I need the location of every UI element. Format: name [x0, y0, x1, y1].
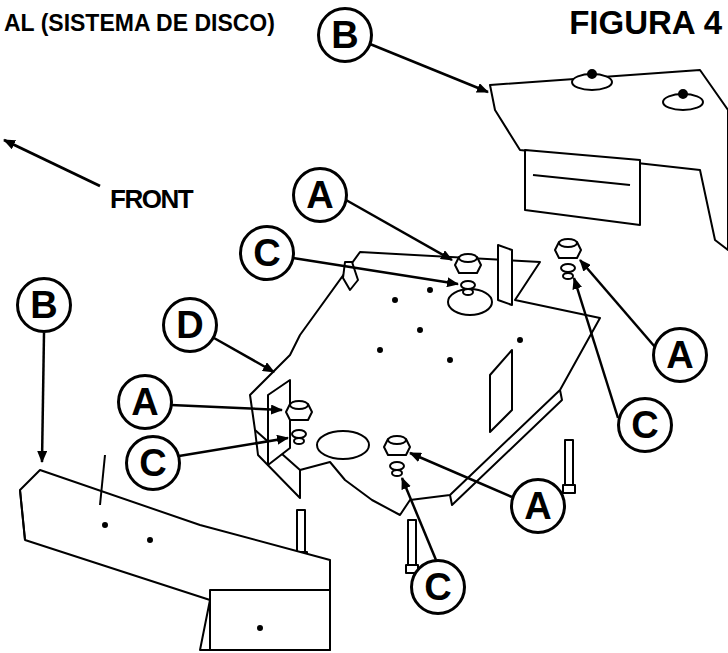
callout-circle: B [317, 7, 373, 63]
callout-circle: C [617, 397, 673, 453]
callout-letter: A [524, 487, 551, 525]
heading-text: AL (SISTEMA DE DISCO) [4, 12, 275, 35]
callout-circle: C [125, 435, 181, 491]
callout-circle: B [16, 277, 72, 333]
callout-circle: A [117, 374, 173, 430]
direction-label: FRONT [110, 186, 192, 212]
callout-letter: A [131, 383, 158, 421]
figure-number: FIGURA 4 [569, 6, 722, 39]
callout-circle: C [410, 559, 466, 615]
callout-letter: B [30, 286, 57, 324]
callout-letter: D [176, 306, 203, 344]
callout-circle: C [239, 225, 295, 281]
callout-circle: A [292, 167, 348, 223]
callout-letter: A [666, 336, 693, 374]
callout-letter: C [139, 444, 166, 482]
callout-circle: A [510, 478, 566, 534]
callout-letter: A [306, 176, 333, 214]
callout-letter: C [631, 406, 658, 444]
callout-circle: A [652, 327, 708, 383]
callout-letter: B [331, 16, 358, 54]
callout-letter: C [253, 234, 280, 272]
callout-circle: D [162, 297, 218, 353]
callout-letter: C [424, 568, 451, 606]
